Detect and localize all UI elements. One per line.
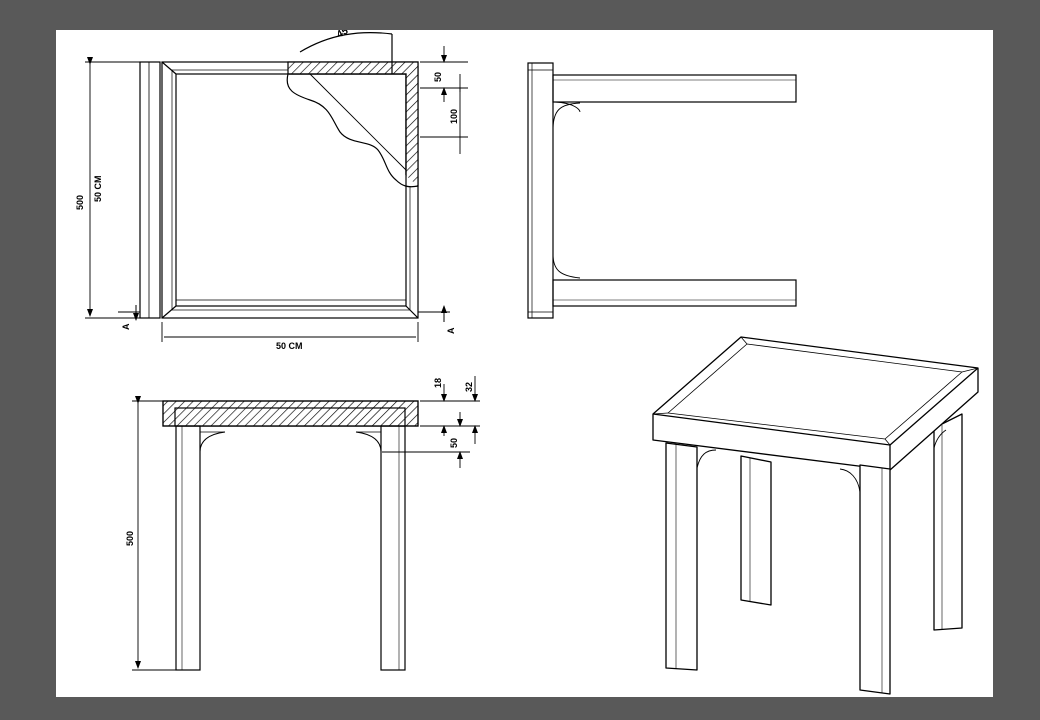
width-cm-label: 50 CM <box>276 341 303 351</box>
iso-tabletop <box>652 336 979 471</box>
top-thickness-dimension <box>420 384 480 436</box>
section-label-right: A <box>446 327 456 334</box>
front-view-right-leg <box>355 425 406 671</box>
iso-front-left-leg <box>665 442 717 671</box>
depth-dimension <box>85 57 140 319</box>
corner-section-detail <box>286 32 419 188</box>
rail-dimension <box>420 46 468 102</box>
top-view-side-strip <box>139 61 161 319</box>
apron-label: 50 <box>449 438 459 448</box>
apron-dimension <box>382 412 470 468</box>
angle-label: 45° <box>335 30 354 41</box>
side-view-top-edge <box>527 62 554 319</box>
top-view <box>85 32 468 342</box>
isometric-view <box>652 336 979 695</box>
section-label-left: A <box>121 323 131 330</box>
front-view <box>132 376 480 671</box>
side-view-upper-leg <box>552 74 797 131</box>
side-view <box>527 62 797 319</box>
height-dimension <box>132 396 176 671</box>
corner-dimension <box>420 74 468 154</box>
iso-back-right-leg <box>933 413 963 631</box>
height-label: 500 <box>125 531 135 546</box>
top-thickness-label: 18 <box>433 378 443 388</box>
rail-dimension-label: 50 <box>433 72 443 82</box>
front-view-left-leg <box>175 425 226 671</box>
tabletop-frame <box>161 61 419 319</box>
corner-dimension-label: 100 <box>449 109 459 124</box>
section-marker-right <box>418 305 450 322</box>
side-view-lower-leg <box>552 253 797 307</box>
width-dimension <box>161 322 419 342</box>
depth-cm-label: 50 CM <box>93 175 103 202</box>
iso-back-left-leg <box>740 455 772 606</box>
front-view-tabletop-section <box>162 400 419 427</box>
iso-front-right-leg <box>839 464 891 695</box>
depth-value-label: 500 <box>75 195 85 210</box>
total-thickness-label: 32 <box>464 382 474 392</box>
drawing-sheet: 45° 50 100 500 50 CM 50 CM A A <box>56 30 993 697</box>
section-marker-left <box>118 305 140 321</box>
iso-right-apron-bracket <box>933 429 947 449</box>
